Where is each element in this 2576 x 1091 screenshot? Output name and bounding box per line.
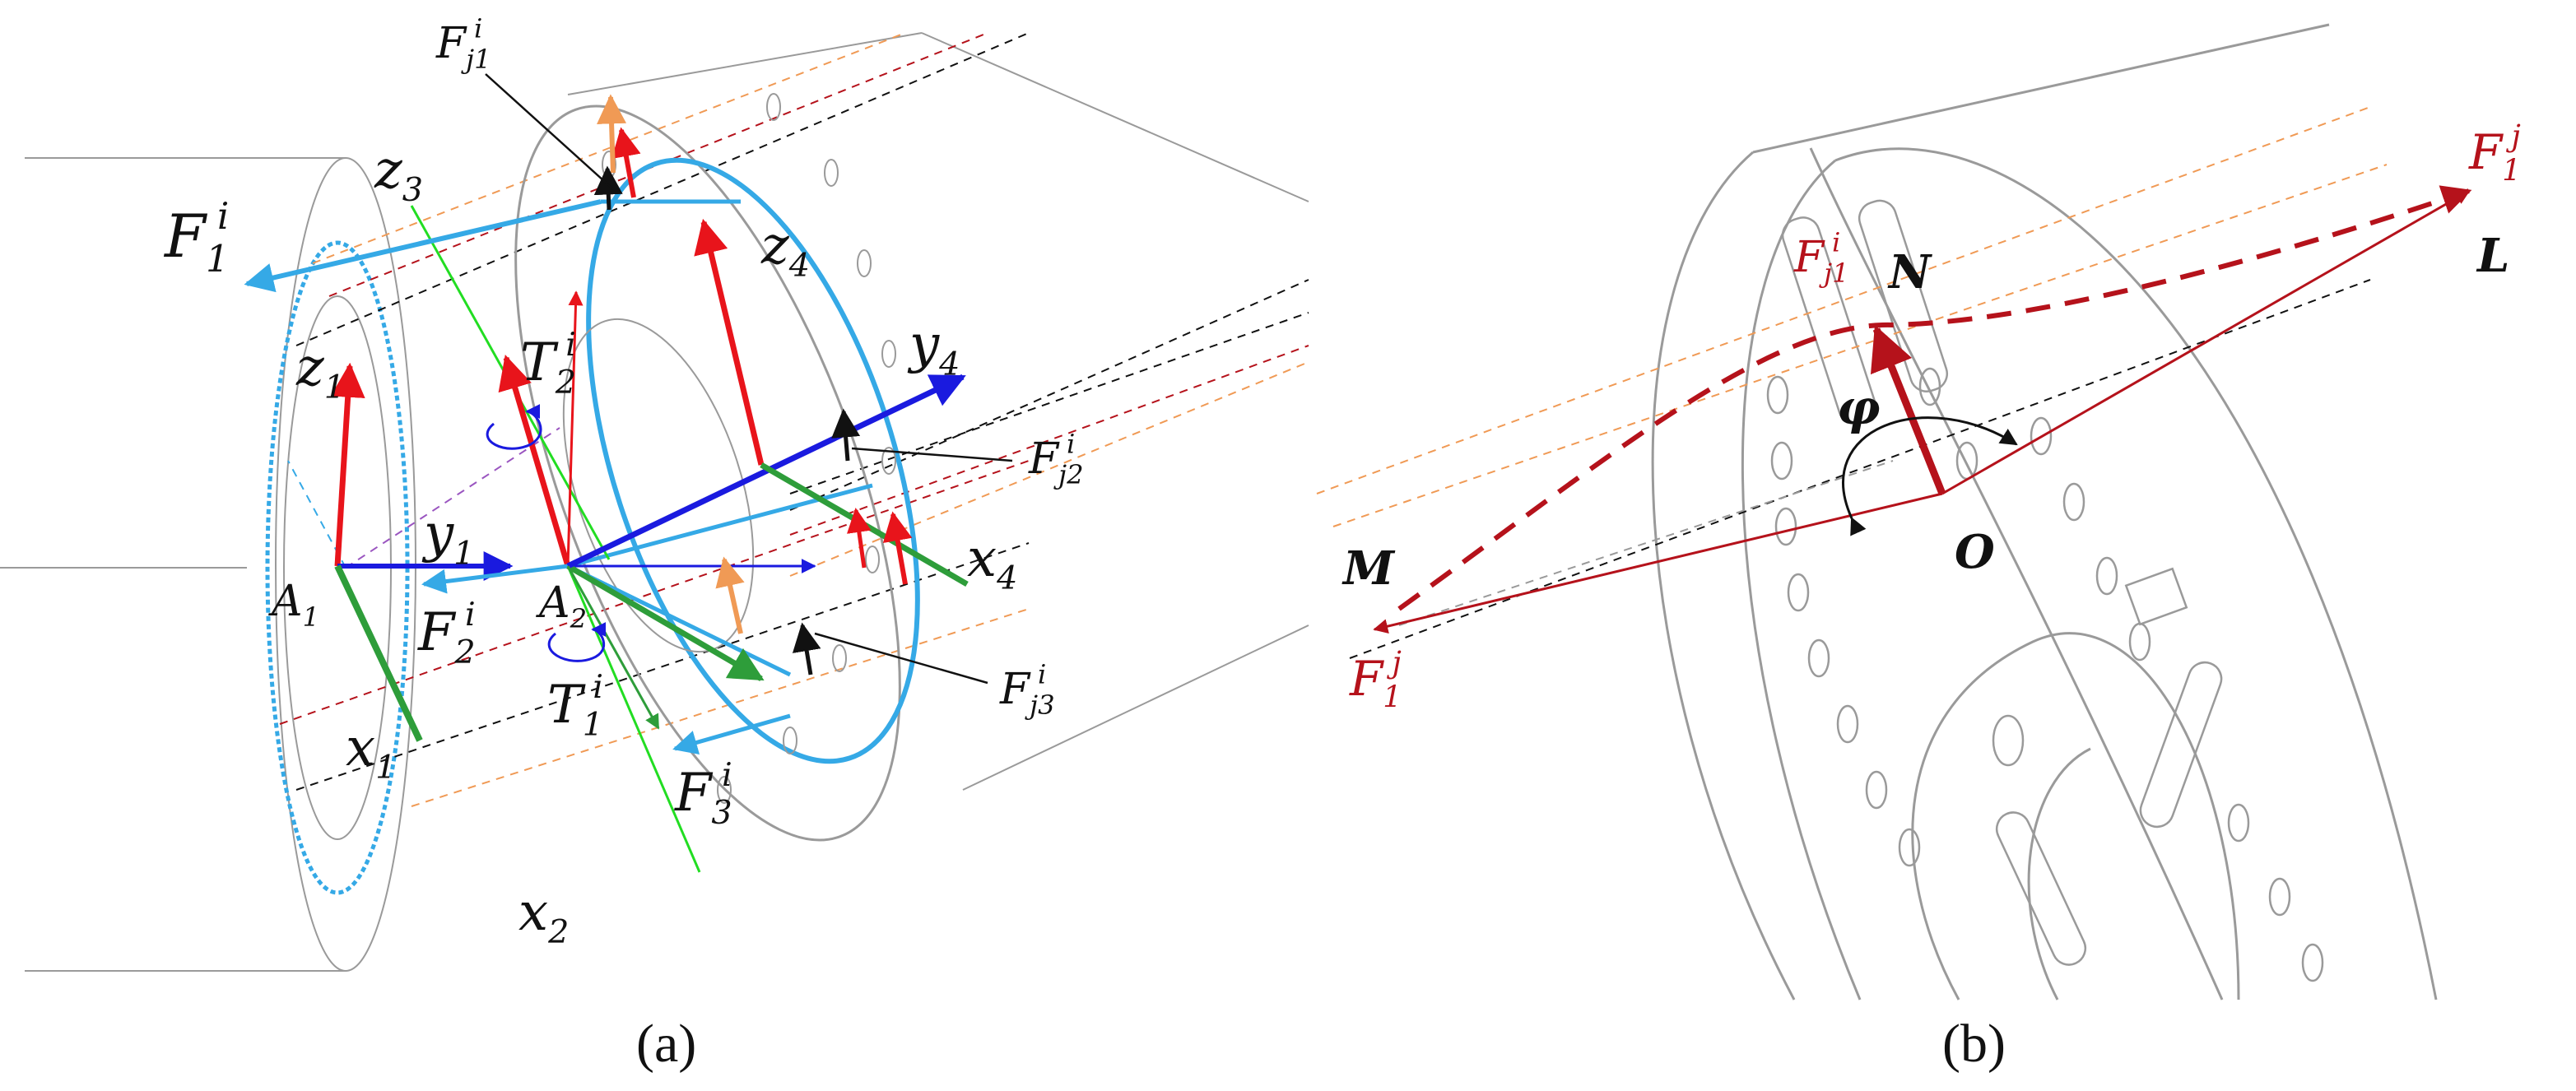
label-O: O: [1955, 525, 1995, 579]
labels-a: F1i z3 Fj1i z4 z1 T2i y4 Fj2i y1 A1 F2i …: [163, 13, 1084, 951]
T1i-arrow: [566, 565, 660, 730]
label-y4: y4: [907, 314, 960, 383]
Fj3i-red-arrow: [846, 508, 872, 569]
right-cylinder: [567, 32, 1309, 791]
label-M: M: [1341, 541, 1396, 596]
Fj1i-red-arrow: [611, 127, 641, 198]
label-Fj1i: Fj1i: [435, 13, 491, 75]
A2-z-arrow: [498, 354, 571, 567]
label-A1: A1: [268, 577, 319, 633]
ON-vector: [1870, 324, 1946, 495]
label-z3: z3: [374, 140, 423, 209]
A2-x-arrow: [566, 563, 765, 682]
labels-b: Fj1i N L F1j φ M O F1j: [1341, 120, 2521, 715]
x2-axis-line: [566, 565, 701, 873]
light-blue-lines: [566, 199, 873, 677]
F3i-arrow: [672, 713, 791, 755]
OM-vector: [1373, 492, 1943, 634]
Fj2i-black-arrow: [831, 408, 861, 462]
label-x4: x4: [967, 528, 1017, 597]
x1-arrow: [334, 564, 423, 742]
label-phi: φ: [1837, 379, 1880, 435]
label-Fj3i: Fj3i: [999, 659, 1055, 721]
z4-arrow: [694, 218, 765, 466]
label-F3i: F3i: [674, 756, 732, 832]
label-F2i: F2i: [417, 596, 476, 671]
label-z1: z1: [295, 337, 345, 406]
label-z4: z4: [760, 216, 810, 285]
Fj1i-orange-arrow: [597, 94, 627, 174]
label-Fj1i-b: Fj1i: [1793, 227, 1849, 289]
OL-vector: [1941, 189, 2471, 495]
Fj2i-red-arrow: [882, 511, 913, 585]
disc-holes: [602, 93, 896, 804]
label-Fj2i: Fj2i: [1028, 429, 1084, 490]
label-N: N: [1887, 245, 1932, 299]
label-T2i: T2i: [520, 326, 576, 402]
housing-outline: [1651, 23, 2438, 1000]
F2i-arrow: [421, 564, 569, 594]
label-F1j-top: F1j: [2468, 120, 2521, 188]
phi-arc-icon: [1842, 416, 2018, 536]
label-x2: x2: [518, 882, 569, 951]
label-L: L: [2476, 229, 2509, 283]
panel-b: Fj1i N L F1j φ M O F1j (b): [1316, 23, 2521, 1074]
label-F1j-bottom: F1j: [1349, 647, 1402, 715]
Fj1i-black-arrow: [593, 165, 623, 211]
A2-y4-arrow: [566, 374, 966, 569]
leader-lines-a: [485, 73, 1013, 685]
housing-holes: [1766, 199, 2324, 982]
label-y1: y1: [421, 504, 474, 573]
label-T1i: T1i: [547, 668, 603, 744]
label-x1: x1: [346, 717, 396, 787]
caption-a: (a): [636, 1014, 696, 1074]
Fj3i-orange-arrow: [715, 556, 745, 634]
Fj3i-black-arrow: [792, 622, 821, 675]
construction-lines-a: [279, 32, 1309, 807]
label-F1i: F1i: [163, 195, 229, 281]
label-A2: A2: [536, 578, 587, 634]
z1-arrow: [330, 362, 365, 567]
right-disc: [586, 157, 920, 764]
F1i-arrow: [244, 199, 602, 293]
caption-b: (b): [1942, 1014, 2006, 1074]
T2i-arrow: [566, 290, 584, 567]
T2i-curl-icon: [486, 404, 542, 450]
panel-a: F1i z3 Fj1i z4 z1 T2i y4 Fj2i y1 A1 F2i …: [0, 13, 1309, 1074]
T1i-curl-icon: [547, 622, 607, 662]
